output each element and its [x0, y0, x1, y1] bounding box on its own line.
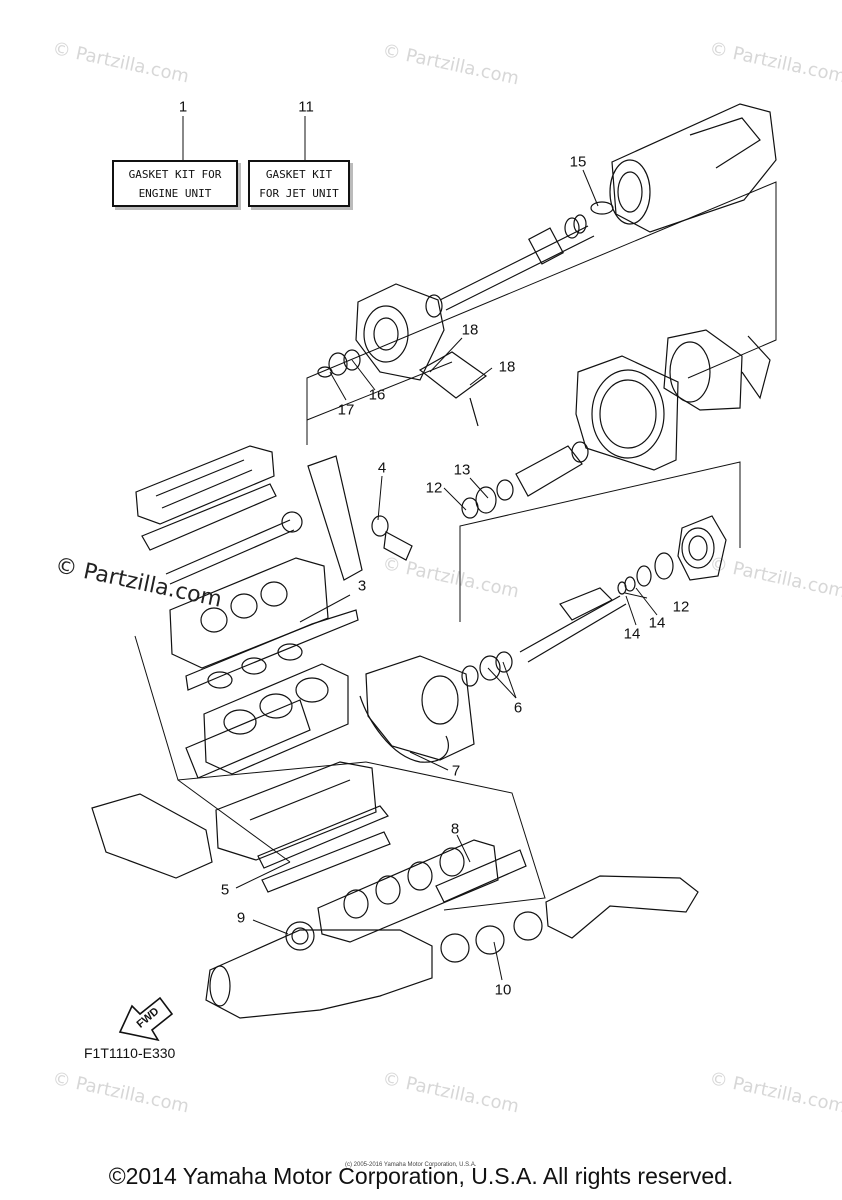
- callout-15[interactable]: 15: [569, 153, 587, 171]
- impeller-duct: [575, 329, 771, 471]
- crankcase: [91, 761, 391, 893]
- crankcase-cover: [359, 651, 513, 763]
- callout-18[interactable]: 18: [498, 358, 516, 376]
- copyright-notice: ©2014 Yamaha Motor Corporation, U.S.A. A…: [108, 1163, 734, 1189]
- callout-6[interactable]: 6: [513, 699, 523, 717]
- exhaust-pipe: [205, 875, 699, 1019]
- callout-9[interactable]: 9: [236, 909, 246, 927]
- kit-label-line: GASKET KIT: [265, 168, 333, 181]
- pump-housing: [590, 103, 777, 233]
- callout-17[interactable]: 17: [337, 401, 355, 419]
- callout-8[interactable]: 8: [450, 820, 460, 838]
- leader-lines: [134, 116, 777, 981]
- callout-16[interactable]: 16: [368, 386, 386, 404]
- callout-11[interactable]: 11: [298, 98, 314, 116]
- diagram-code: F1T1110-E330: [84, 1045, 176, 1061]
- cylinder-head: [169, 557, 359, 691]
- drive-shaft-jet: [425, 214, 595, 318]
- intermediate-housing: [317, 283, 488, 427]
- callout-1[interactable]: 1: [178, 98, 188, 116]
- shaft-2: [461, 441, 589, 519]
- bearing-housing: [519, 515, 727, 663]
- callout-13[interactable]: 13: [453, 461, 471, 479]
- kit-label-line: GASKET KIT FOR: [128, 168, 222, 181]
- callout-10[interactable]: 10: [494, 981, 512, 999]
- callout-7[interactable]: 7: [451, 762, 461, 780]
- cylinder-block: [185, 663, 349, 779]
- callout-12[interactable]: 12: [425, 479, 443, 497]
- cylinder-head-cover: [135, 445, 277, 551]
- engine-gasket-kit-label: GASKET KIT FOR ENGINE UNIT: [112, 160, 238, 207]
- exhaust-manifold: [317, 839, 527, 943]
- jet-gasket-kit-label: GASKET KIT FOR JET UNIT: [248, 160, 350, 207]
- camshaft-assembly: [165, 455, 413, 585]
- callout-5[interactable]: 5: [220, 881, 230, 899]
- callout-3[interactable]: 3: [357, 577, 367, 595]
- copyright-small: (c) 2005-2016 Yamaha Motor Corporation, …: [345, 1162, 477, 1168]
- callout-4[interactable]: 4: [377, 459, 387, 477]
- callout-12[interactable]: 12: [672, 598, 690, 616]
- callout-14[interactable]: 14: [623, 625, 641, 643]
- fwd-arrow-icon: [118, 996, 174, 1042]
- callout-14[interactable]: 14: [648, 614, 666, 632]
- kit-label-line: FOR JET UNIT: [259, 187, 339, 200]
- callout-18[interactable]: 18: [461, 321, 479, 339]
- kit-label-line: ENGINE UNIT: [138, 187, 212, 200]
